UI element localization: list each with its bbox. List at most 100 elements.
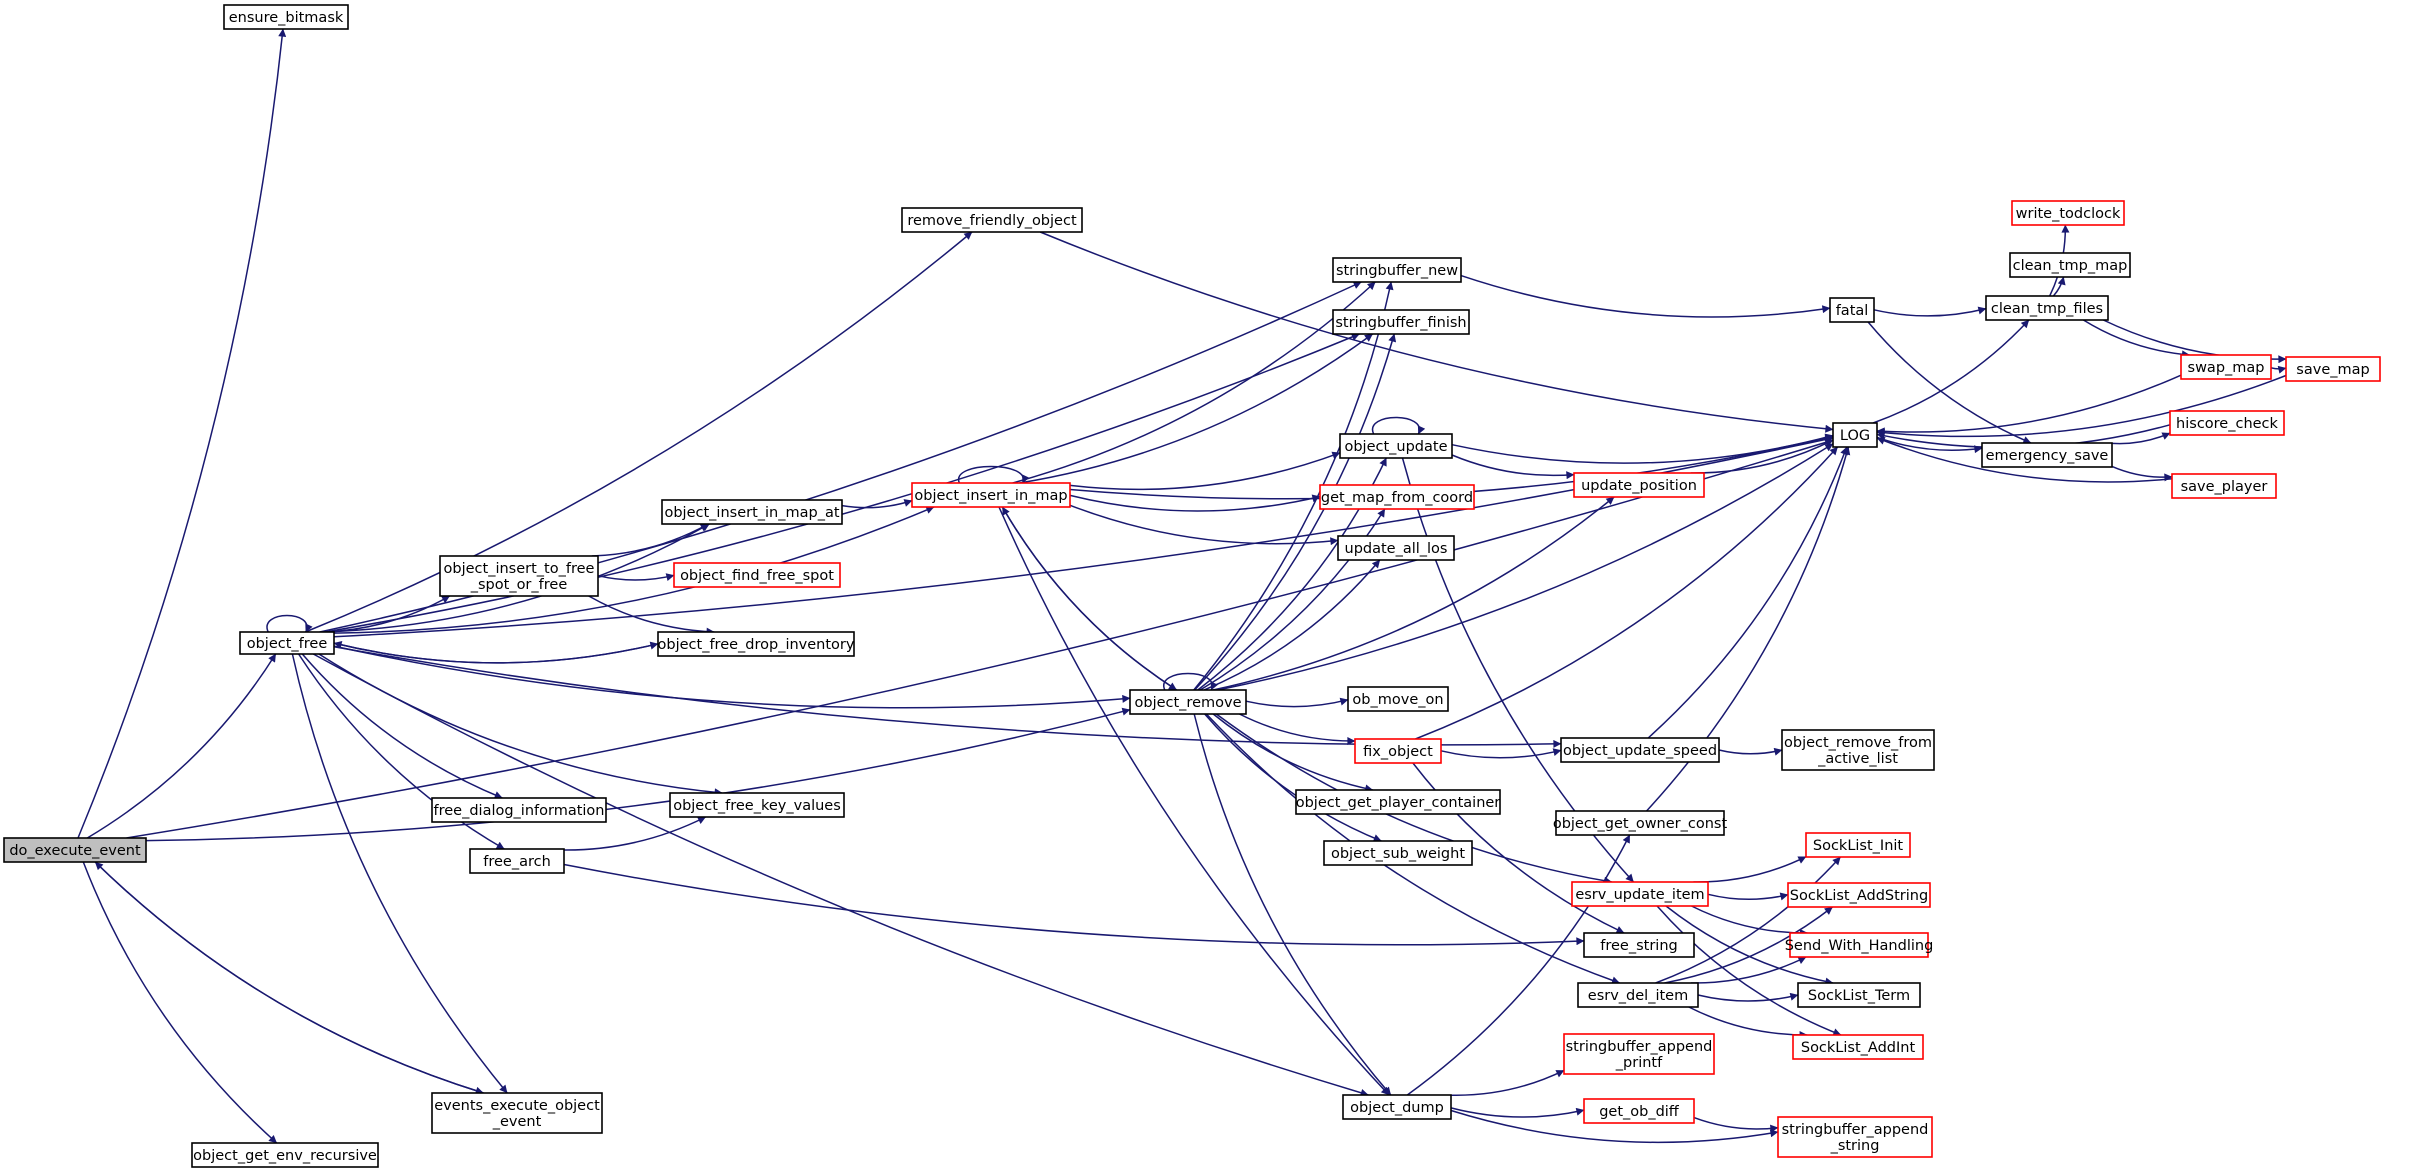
node-object-insert-to-free-spot-or-free[interactable]: object_insert_to_free_spot_or_free <box>439 555 599 597</box>
edge-object_remove-to-object_remove <box>1163 672 1218 691</box>
node-object-find-free-spot[interactable]: object_find_free_spot <box>673 562 841 588</box>
node-label: update_all_los <box>1345 541 1448 557</box>
node-label: get_map_from_coord <box>1321 490 1473 506</box>
node-clean-tmp-map[interactable]: clean_tmp_map <box>2009 252 2131 278</box>
node-object-sub-weight[interactable]: object_sub_weight <box>1323 840 1473 866</box>
node-LOG[interactable]: LOG <box>1832 422 1878 448</box>
node-remove-friendly-object[interactable]: remove_friendly_object <box>901 207 1083 233</box>
node-stringbuffer-new[interactable]: stringbuffer_new <box>1332 257 1462 283</box>
node-label: object_free_key_values <box>673 798 841 814</box>
edge-do_execute_event-to-events_execute_object_event <box>94 861 484 1095</box>
node-object-free-key-values[interactable]: object_free_key_values <box>669 792 845 818</box>
node-object-remove[interactable]: object_remove <box>1129 689 1247 715</box>
node-label: object_get_player_container <box>1296 795 1501 811</box>
edge-esrv_update_item-to-Send_With_Handling <box>1691 905 1808 938</box>
nodes-layer: do_execute_event ensure_bitmask object_fre… <box>3 4 2381 1168</box>
node-SockList-Term[interactable]: SockList_Term <box>1797 982 1921 1008</box>
node-label: update_position <box>1581 478 1697 494</box>
node-box <box>1342 1094 1452 1120</box>
node-object-remove-from-active-list[interactable]: object_remove_from_active_list <box>1781 729 1935 771</box>
edge-object_update_speed-to-LOG <box>1647 446 1848 739</box>
node-object-insert-in-map[interactable]: object_insert_in_map <box>911 482 1071 508</box>
node-object-insert-in-map-at[interactable]: object_insert_in_map_at <box>661 499 843 525</box>
edge-esrv_del_item-to-SockList_Term <box>1697 992 1799 1002</box>
node-ensure-bitmask[interactable]: ensure_bitmask <box>223 4 349 30</box>
node-SockList-AddString[interactable]: SockList_AddString <box>1787 882 1931 908</box>
node-label: object_dump <box>1350 1100 1444 1116</box>
edge-object_remove-to-esrv_del_item <box>1205 713 1620 985</box>
node-box <box>2171 473 2277 499</box>
node-label: object_remove_from <box>1784 735 1932 751</box>
node-esrv-del-item[interactable]: esrv_del_item <box>1577 982 1699 1008</box>
node-stringbuffer-append-string[interactable]: stringbuffer_append_string <box>1777 1116 1933 1158</box>
node-free-dialog-information[interactable]: free_dialog_information <box>431 797 607 823</box>
node-fatal[interactable]: fatal <box>1829 297 1875 323</box>
node-object-dump[interactable]: object_dump <box>1342 1094 1452 1120</box>
edge-esrv_update_item-to-SockList_Term <box>1665 905 1834 986</box>
node-box <box>1560 737 1720 763</box>
edge-esrv_del_item-to-SockList_Init <box>1655 856 1841 984</box>
edge-remove_friendly_object-to-LOG <box>1039 231 1834 433</box>
node-label: _string <box>1830 1138 1880 1154</box>
node-label: emergency_save <box>1986 448 2109 464</box>
node-object-free[interactable]: object_free <box>239 631 335 655</box>
node-object-update-speed[interactable]: object_update_speed <box>1560 737 1720 763</box>
edge-object_free-to-LOG <box>333 435 1834 638</box>
node-esrv-update-item[interactable]: esrv_update_item <box>1571 881 1709 907</box>
node-object-update[interactable]: object_update <box>1339 433 1453 459</box>
edge-emergency_save-to-save_player <box>2111 465 2173 482</box>
node-box <box>1129 689 1247 715</box>
edge-object_free_drop_inventory-to-object_free <box>333 640 659 664</box>
node-label: SockList_AddInt <box>1801 1040 1916 1056</box>
node-save-map[interactable]: save_map <box>2285 356 2381 382</box>
node-object-get-owner-const[interactable]: object_get_owner_const <box>1553 810 1728 836</box>
node-emergency-save[interactable]: emergency_save <box>1981 442 2113 468</box>
node-Send-With-Handling[interactable]: Send_With_Handling <box>1785 932 1934 958</box>
node-SockList-Init[interactable]: SockList_Init <box>1805 832 1911 858</box>
node-label: object_sub_weight <box>1331 846 1465 862</box>
node-label: stringbuffer_new <box>1336 263 1458 279</box>
node-box <box>1555 810 1725 836</box>
node-swap-map[interactable]: swap_map <box>2180 354 2272 380</box>
node-stringbuffer-append-printf[interactable]: stringbuffer_append_printf <box>1563 1033 1715 1075</box>
node-stringbuffer-finish[interactable]: stringbuffer_finish <box>1332 309 1470 335</box>
node-save-player[interactable]: save_player <box>2171 473 2277 499</box>
node-label: get_ob_diff <box>1599 1104 1680 1120</box>
node-hiscore-check[interactable]: hiscore_check <box>2169 410 2285 436</box>
node-box <box>1583 932 1695 958</box>
edge-object_free-to-object_insert_to_free_spot_or_free <box>325 595 451 633</box>
edge-object_remove-to-object_sub_weight <box>1204 713 1382 842</box>
edge-object_update-to-update_position <box>1451 454 1575 480</box>
node-object-get-player-container[interactable]: object_get_player_container <box>1295 789 1501 815</box>
node-box <box>431 1092 603 1134</box>
edge-object_insert_to_free_spot_or_free-to-object_find_free_spot <box>597 573 675 581</box>
node-update-all-los[interactable]: update_all_los <box>1337 535 1455 561</box>
node-object-free-drop-inventory[interactable]: object_free_drop_inventory <box>657 631 855 657</box>
edge-object_remove-to-update_all_los <box>1203 559 1381 691</box>
node-object-get-env-recursive[interactable]: object_get_env_recursive <box>191 1142 379 1168</box>
edge-save_player-to-LOG <box>1876 437 2173 483</box>
edge-object_free-to-free_dialog_information <box>301 653 503 799</box>
node-fix-object[interactable]: fix_object <box>1354 738 1442 764</box>
node-get-map-from-coord[interactable]: get_map_from_coord <box>1319 484 1475 510</box>
node-ob-move-on[interactable]: ob_move_on <box>1347 686 1449 712</box>
node-write-todclock[interactable]: write_todclock <box>2011 200 2125 226</box>
node-box <box>2009 252 2131 278</box>
edge-object_insert_in_map_at-to-object_insert_in_map <box>841 499 913 509</box>
node-label: _spot_or_free <box>470 577 568 593</box>
node-free-string[interactable]: free_string <box>1583 932 1695 958</box>
node-events-execute-object-event[interactable]: events_execute_object_event <box>431 1092 603 1134</box>
node-clean-tmp-files[interactable]: clean_tmp_files <box>1985 295 2109 321</box>
edge-stringbuffer_new-to-fatal <box>1460 274 1831 318</box>
edge-object_free-to-stringbuffer_finish <box>325 333 1360 633</box>
node-get-ob-diff[interactable]: get_ob_diff <box>1583 1098 1695 1124</box>
node-label: object_find_free_spot <box>680 568 834 584</box>
node-SockList-AddInt[interactable]: SockList_AddInt <box>1792 1034 1924 1060</box>
node-box <box>1577 982 1699 1008</box>
node-free-arch[interactable]: free_arch <box>469 848 565 874</box>
node-box <box>1319 484 1475 510</box>
node-label: Send_With_Handling <box>1785 938 1934 954</box>
node-do-execute-event[interactable]: do_execute_event <box>3 837 147 863</box>
node-update-position[interactable]: update_position <box>1573 472 1705 498</box>
